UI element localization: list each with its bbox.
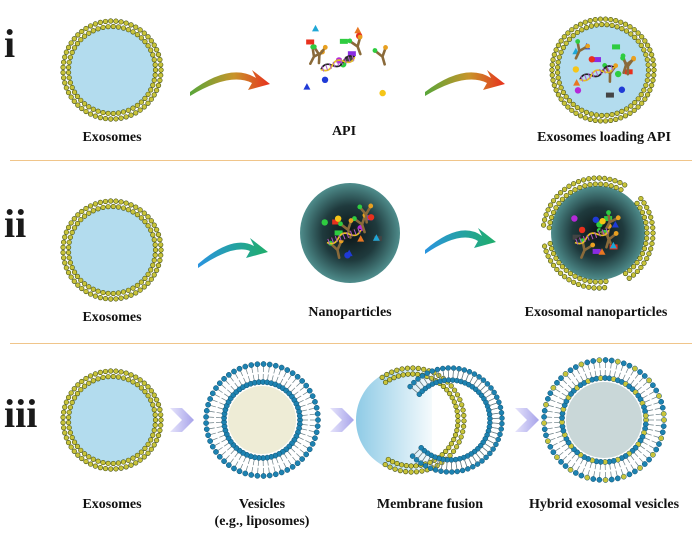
exosome-row-i — [61, 19, 164, 122]
row-iii-label: iii — [4, 390, 37, 437]
label-exosomes-2: Exosomes — [82, 310, 141, 326]
liposome-vesicle — [203, 361, 320, 478]
label-exosomes-loading-api: Exosomes loading API — [537, 130, 671, 146]
exosome-row-iii — [61, 369, 164, 472]
api-cargo — [303, 25, 392, 96]
arrow-red-2 — [425, 70, 505, 96]
arrow-green-1 — [198, 238, 268, 268]
chevron-arrow-3 — [515, 408, 539, 432]
label-exosomes-1: Exosomes — [82, 130, 141, 146]
label-vesicles: Vesicles — [239, 497, 285, 513]
label-exosomal-nanoparticles: Exosomal nanoparticles — [525, 305, 668, 321]
label-exosomes-3: Exosomes — [82, 497, 141, 513]
row-i-label: i — [4, 20, 15, 67]
divider-2 — [10, 343, 692, 344]
nanoparticle — [300, 183, 400, 283]
chevron-arrow-2 — [330, 408, 354, 432]
exosome-row-ii — [61, 199, 164, 302]
arrow-green-2 — [425, 228, 496, 254]
label-eg-liposomes: (e.g., liposomes) — [215, 514, 310, 530]
label-nanoparticles: Nanoparticles — [308, 305, 391, 321]
label-membrane-fusion: Membrane fusion — [377, 497, 483, 513]
membrane-fusion — [356, 366, 504, 475]
row-ii-label: ii — [4, 200, 26, 247]
label-api: API — [332, 124, 356, 140]
chevron-arrow-1 — [170, 408, 194, 432]
exosomal-nanoparticle — [541, 176, 655, 291]
arrow-red-1 — [190, 70, 270, 96]
hybrid-vesicle — [541, 357, 666, 482]
divider-1 — [10, 160, 692, 161]
label-hybrid-exosomal-vesicles: Hybrid exosomal vesicles — [529, 497, 679, 513]
